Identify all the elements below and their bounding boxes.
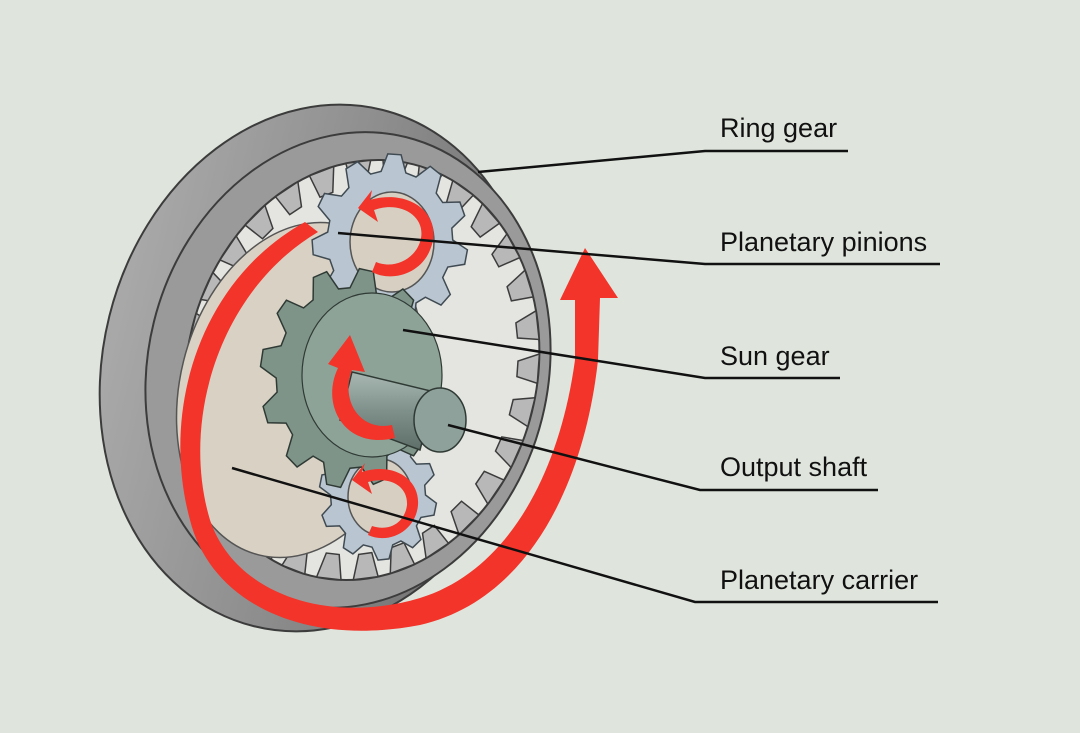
- label-sun-gear: Sun gear: [720, 341, 830, 371]
- ring-gear-tooth: [516, 352, 541, 385]
- label-planetary-carrier: Planetary carrier: [720, 565, 919, 595]
- output-shaft-end: [413, 387, 467, 453]
- ring-gear-tooth: [474, 470, 506, 506]
- label-planetary-pinions: Planetary pinions: [720, 227, 928, 257]
- ring-gear-tooth: [470, 202, 501, 239]
- ring-gear-tooth: [308, 165, 335, 199]
- ring-gear-tooth: [506, 268, 535, 302]
- leader-line-planetary-pinions: [337, 231, 940, 266]
- leader-lines: [231, 149, 940, 604]
- leader-line-output-shaft: [447, 423, 878, 492]
- label-ring-gear: Ring gear: [720, 113, 838, 143]
- leader-line-ring-gear: [477, 149, 848, 174]
- ring-gear-tooth: [515, 309, 540, 341]
- pinion-upper-rotation-arrow: [358, 190, 434, 277]
- ring-gear-tooth: [494, 436, 525, 469]
- leader-line-sun-gear: [402, 328, 840, 380]
- pinion-lower-rotation-arrow: [352, 463, 419, 539]
- leader-line-planetary-carrier: [231, 466, 938, 604]
- sun-gear-rotation-arrow: [328, 335, 395, 440]
- ring-gear-tooth: [421, 524, 450, 560]
- ring-gear-tooth: [315, 552, 342, 581]
- ring-gear-tooth: [244, 203, 274, 240]
- ring-gear-tooth: [450, 500, 480, 537]
- label-output-shaft: Output shaft: [720, 452, 868, 482]
- rotation-arrows: [180, 190, 618, 631]
- ring-gear-tooth: [508, 396, 536, 428]
- ring-gear-tooth: [352, 551, 380, 581]
- ring-gear-tooth: [274, 180, 303, 216]
